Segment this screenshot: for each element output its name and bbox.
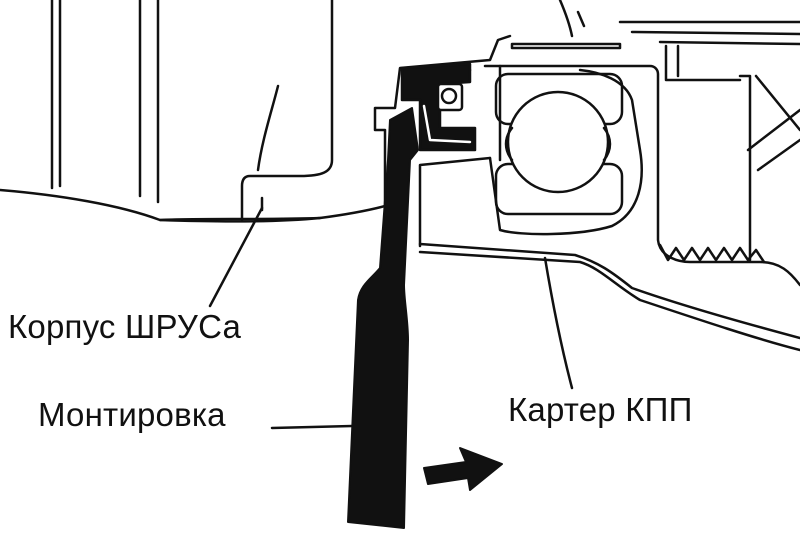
cv-joint-housing-outline [0,0,387,223]
bearing [494,72,624,216]
pry-bar-shape [347,107,419,529]
label-pry-bar: Монтировка [38,396,226,433]
push-direction-arrow [423,447,503,491]
leader-cv-joint [208,206,264,308]
label-gearbox-case: Картер КПП [508,391,693,428]
oil-seal [400,62,477,152]
label-cv-joint-housing: Корпус ШРУСа [8,308,242,345]
gearbox-case-outline [373,0,800,390]
leader-pry-bar [270,424,354,430]
